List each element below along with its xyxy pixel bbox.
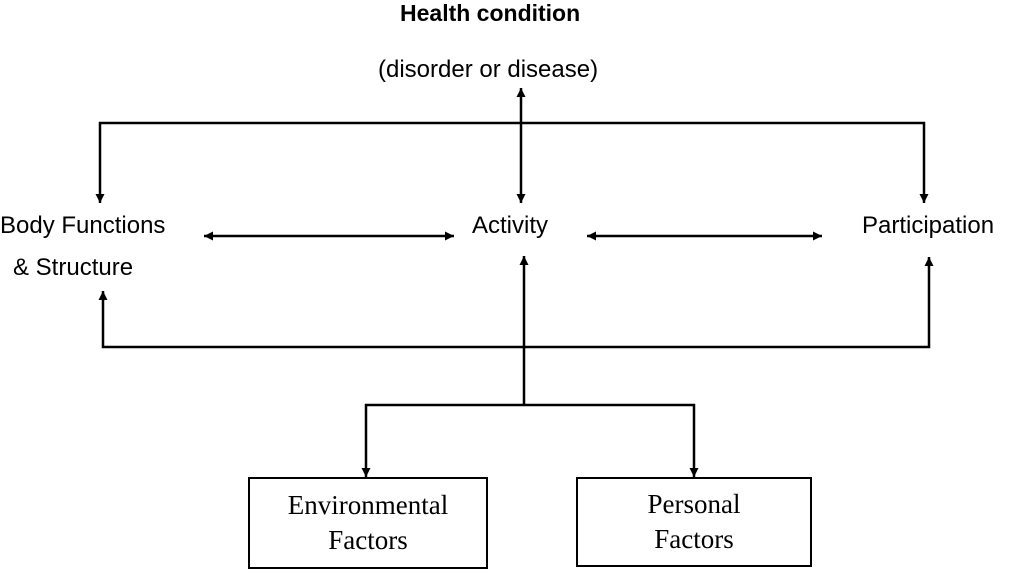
body-structure-label: & Structure bbox=[13, 254, 134, 281]
environmental-factors-box: Environmental Factors bbox=[248, 477, 488, 569]
body-functions-label: Body Functions bbox=[0, 212, 166, 239]
personal-factors-box: Personal Factors bbox=[576, 477, 812, 567]
factors-split-left bbox=[361, 403, 524, 477]
top-bracket-right bbox=[521, 121, 929, 203]
environmental-factors-line2: Factors bbox=[328, 525, 408, 555]
top-bracket-left bbox=[95, 121, 521, 203]
bottom-bracket-left bbox=[98, 291, 521, 349]
activity-label: Activity bbox=[472, 212, 549, 239]
environmental-factors-line1: Environmental bbox=[287, 489, 449, 520]
health-condition-title: Health condition bbox=[400, 0, 581, 26]
bottom-bracket-right bbox=[521, 257, 934, 349]
health-condition-subtitle: (disorder or disease) bbox=[378, 56, 599, 83]
personal-factors-line2: Factors bbox=[654, 524, 734, 554]
factors-split-right bbox=[524, 403, 699, 477]
personal-factors-line1: Personal bbox=[647, 488, 741, 519]
participation-label: Participation bbox=[862, 212, 995, 239]
